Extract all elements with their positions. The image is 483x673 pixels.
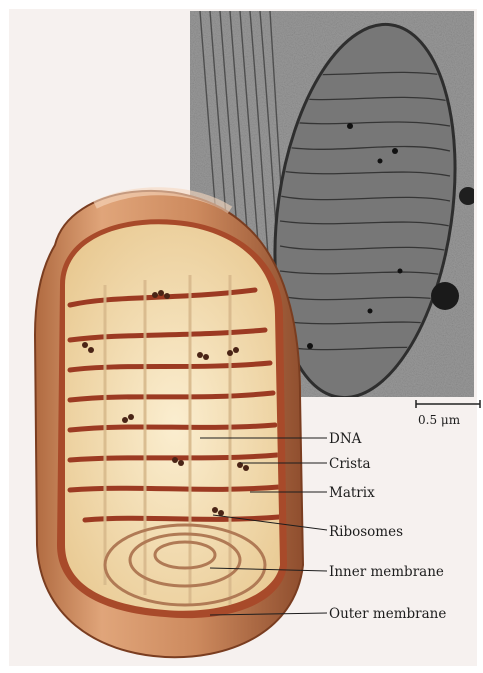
crista-label: Crista (329, 456, 371, 472)
matrix-label: Matrix (329, 485, 375, 501)
inner-membrane-label: Inner membrane (329, 564, 444, 580)
outer-membrane-label: Outer membrane (329, 606, 446, 622)
ribosomes-label: Ribosomes (329, 524, 403, 540)
ribosomes-leader (213, 515, 327, 530)
inner-membrane-leader (210, 568, 327, 571)
outer-membrane-leader (210, 613, 327, 615)
dna-label: DNA (329, 431, 361, 447)
